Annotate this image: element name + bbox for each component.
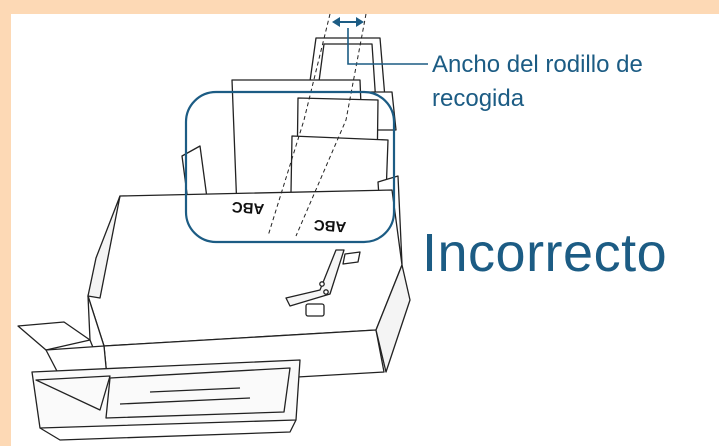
callout-line-2: recogida	[432, 85, 525, 112]
roller-highlight	[184, 90, 396, 244]
status-label: Incorrecto	[422, 223, 668, 283]
roller-width-lines	[267, 13, 367, 237]
document-text-right: ABC	[313, 216, 347, 235]
callout-leader	[347, 28, 428, 65]
scanner-body	[87, 189, 411, 389]
callout-line-1: Ancho del rodillo de	[432, 51, 643, 78]
callout-label: Ancho del rodillo de recogida	[432, 48, 717, 116]
document-text-left: ABC	[231, 198, 265, 217]
stacker-tray	[17, 321, 301, 441]
width-arrow	[332, 17, 364, 27]
